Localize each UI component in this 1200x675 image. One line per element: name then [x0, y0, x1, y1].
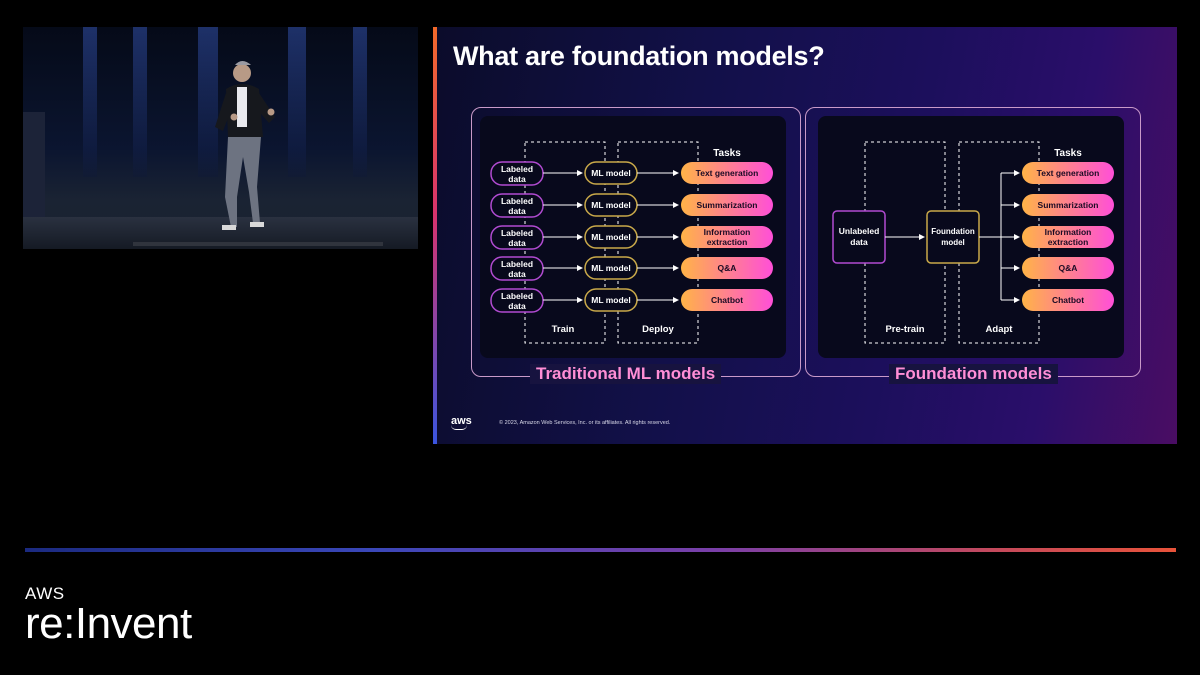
task-pill [681, 162, 773, 184]
task-label: Summarization [697, 200, 758, 210]
fm-task-pill [1022, 194, 1114, 216]
task-label: Q&A [718, 263, 737, 273]
adapt-label: Adapt [986, 324, 1014, 335]
ml-model-text: ML model [591, 200, 631, 210]
unlabeled-data-line1: Unlabeled [839, 226, 880, 236]
fm-task-pill [1022, 226, 1114, 248]
task-label: extraction [707, 237, 748, 247]
foundation-models-diagram: Tasks Unlabeled data Foundation model Te… [832, 141, 1114, 344]
unlabeled-data-line2: data [850, 237, 868, 247]
task-label: extraction [1048, 237, 1089, 247]
labeled-data-text: data [508, 206, 526, 216]
tasks-header: Tasks [713, 148, 741, 159]
speaker-figure [215, 61, 275, 230]
copyright-notice: © 2023, Amazon Web Services, Inc. or its… [499, 420, 671, 426]
traditional-ml-diagram: Tasks Labeled data ML model Text generati… [490, 141, 773, 344]
brand-aws: AWS [25, 584, 65, 603]
speaker-video [23, 27, 418, 249]
svg-text:Labeled: Labeled [501, 164, 533, 174]
slide-accent-bar [433, 27, 437, 444]
brand-event: re:Invent [25, 599, 192, 648]
task-label: Information [704, 227, 751, 237]
fm-task-pill [1022, 289, 1114, 311]
labeled-data-text: Labeled [501, 291, 533, 301]
labeled-data-text: data [508, 301, 526, 311]
slide-title: What are foundation models? [453, 41, 825, 71]
foundation-model-line2: model [941, 238, 965, 247]
task-label: Text generation [696, 168, 759, 178]
task-label: Text generation [1037, 168, 1100, 178]
task-label: Q&A [1059, 263, 1078, 273]
task-pill [681, 257, 773, 279]
gradient-divider [25, 548, 1176, 552]
traditional-row: Labeled data [490, 161, 544, 186]
foundation-model-box [926, 210, 980, 264]
svg-text:data: data [508, 174, 526, 184]
ml-model-text: ML model [591, 295, 631, 305]
foundation-model-line1: Foundation [931, 227, 975, 236]
task-pill [681, 226, 773, 248]
pretrain-label: Pre-train [885, 324, 924, 335]
reinvent-logo: AWS re:Invent [25, 584, 192, 648]
task-label: Chatbot [1052, 295, 1084, 305]
train-label: Train [552, 324, 575, 335]
fm-task-pill [1022, 257, 1114, 279]
task-label: Chatbot [711, 295, 743, 305]
deploy-label: Deploy [642, 324, 674, 335]
ml-model-text: ML model [591, 232, 631, 242]
traditional-ml-label: Traditional ML models [530, 364, 722, 384]
labeled-data-text: data [508, 238, 526, 248]
task-label: Summarization [1038, 200, 1099, 210]
labeled-data-text: Labeled [501, 259, 533, 269]
ml-model-text: ML model [591, 263, 631, 273]
foundation-models-label: Foundation models [889, 364, 1058, 384]
fm-tasks-header: Tasks [1054, 148, 1082, 159]
fm-task-pill [1022, 162, 1114, 184]
task-label: Information [1045, 227, 1092, 237]
labeled-data-text: data [508, 269, 526, 279]
aws-logo: aws [451, 415, 472, 430]
labeled-data-text: Labeled [501, 196, 533, 206]
ml-model-text: ML model [591, 168, 631, 178]
labeled-data-text: Labeled [501, 228, 533, 238]
presentation-slide: What are foundation models? Tasks Labele… [433, 27, 1177, 444]
task-pill [681, 194, 773, 216]
task-pill [681, 289, 773, 311]
